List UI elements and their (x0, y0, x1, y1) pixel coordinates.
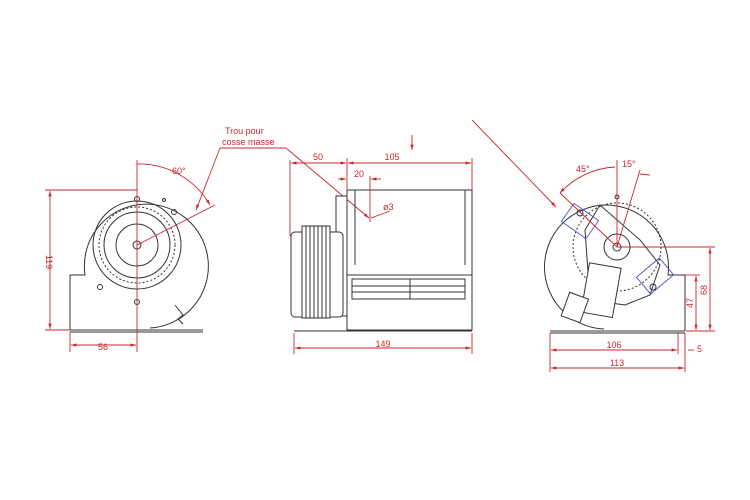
offset-label: 56 (98, 342, 108, 352)
angle-a-label: 45° (576, 164, 590, 174)
housing-depth-label: 105 (384, 152, 399, 162)
hole-diameter-label: ø3 (383, 202, 394, 212)
height-label: 119 (44, 255, 54, 269)
leader-line (471, 119, 557, 208)
angle-label: 60° (172, 166, 186, 176)
front-view: 60° 119 56 (44, 160, 216, 352)
angle-arc (136, 163, 211, 206)
axis-height-label: 68 (699, 285, 709, 295)
motor-depth-label: 50 (313, 152, 323, 162)
motor-connector (174, 304, 184, 325)
total-width-label: 113 (610, 358, 624, 368)
hole-offset-label: 20 (354, 169, 364, 179)
housing (346, 189, 473, 331)
bracket-clamp-bottom (635, 257, 675, 295)
motor-body (580, 262, 622, 319)
base-width-label: 106 (606, 340, 621, 350)
total-length-label: 149 (375, 339, 390, 349)
rear-view: 45° 15° 47 68 106 5 113 (471, 119, 715, 372)
impeller-blades (98, 206, 176, 284)
side-view: 50 105 20 ø3 149 (289, 135, 473, 354)
bracket-clamp-top (560, 202, 600, 240)
housing-outline (544, 204, 686, 331)
outlet-slots (351, 278, 466, 300)
flange-label: 5 (697, 344, 702, 354)
outlet-height-label: 47 (685, 298, 695, 308)
housing-outline (69, 203, 209, 330)
angle-b-label: 15° (622, 159, 636, 169)
annotation-line2: cosse masse (222, 137, 275, 147)
annotation-line1: Trou pour (225, 126, 264, 136)
motor-fins (301, 225, 331, 319)
